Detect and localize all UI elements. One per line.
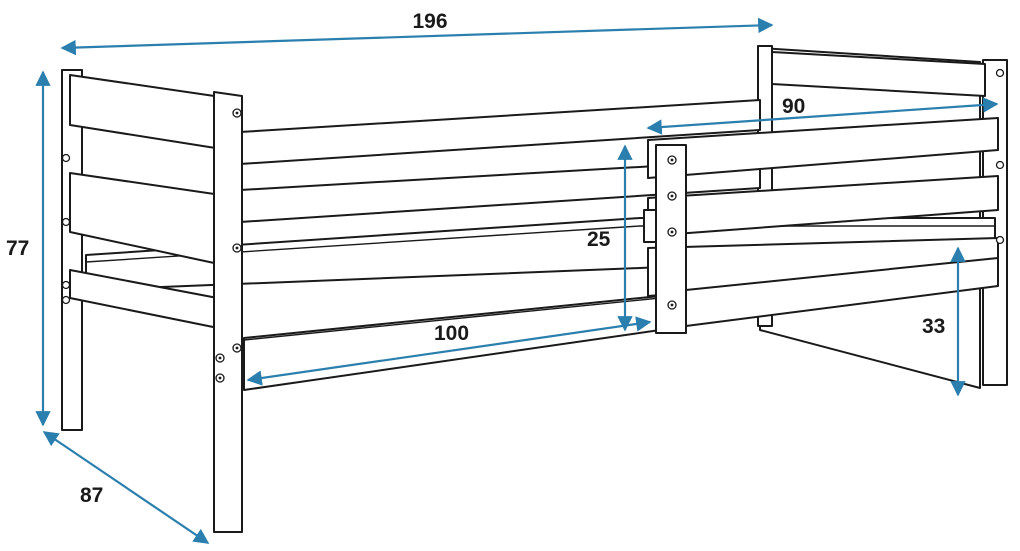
dim-label-length: 196 [412,10,447,33]
dim-line-mattress-length [646,97,999,135]
dim-line-opening [246,316,652,386]
dim-line-length [60,17,774,56]
dim-label-depth: 87 [80,484,103,507]
safety-barrier [643,117,999,334]
dimension-labels: 196 77 87 90 25 100 33 [6,10,945,507]
dim-label-floor-clearance: 33 [922,315,945,338]
dimension-lines [35,17,999,544]
dim-label-rail-height: 25 [587,228,611,251]
dim-line-depth [42,431,210,544]
dim-label-opening: 100 [434,322,469,345]
front-bottom-frame [685,257,999,327]
dim-label-height: 77 [6,237,29,260]
dim-label-mattress-length: 90 [782,95,805,118]
bolts [61,68,1005,383]
